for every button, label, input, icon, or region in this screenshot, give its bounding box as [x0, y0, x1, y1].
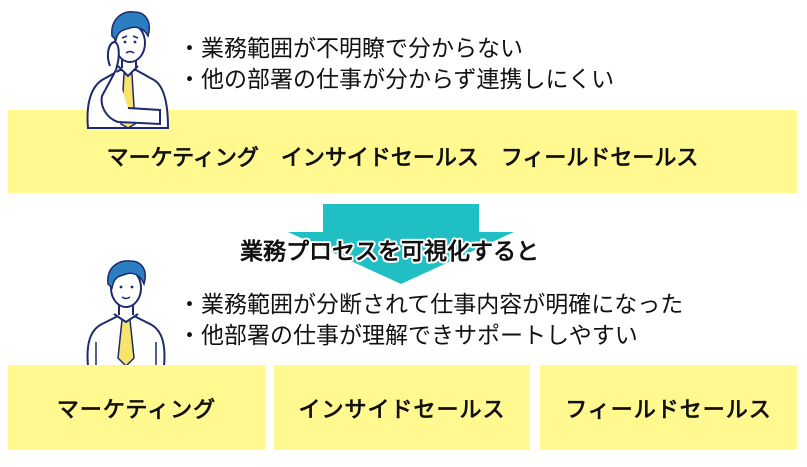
merged-departments-label: マーケティング インサイドセールス フィールドセールス: [106, 145, 699, 171]
merged-departments-band: マーケティング インサイドセールス フィールドセールス: [8, 110, 797, 193]
department-label: マーケティング: [56, 397, 217, 423]
after-bullet-list: ・業務範囲が分断されて仕事内容が明確になった ・他部署の仕事が理解できサポートし…: [178, 290, 683, 352]
department-box-field-sales: フィールドセールス: [540, 365, 797, 450]
after-bullet-item: ・業務範囲が分断されて仕事内容が明確になった: [178, 292, 684, 318]
after-bullet-item: ・他部署の仕事が理解できサポートしやすい: [178, 323, 638, 349]
before-bullet-item: ・業務範囲が不明瞭で分からない: [178, 36, 523, 62]
department-box-marketing: マーケティング: [8, 365, 265, 450]
worried-businessman-icon: [80, 6, 172, 130]
smiling-businessman-icon: [82, 258, 170, 368]
before-bullet-item: ・他の部署の仕事が分からず連携しにくい: [178, 67, 615, 93]
department-label: フィールドセールス: [565, 397, 772, 423]
down-arrow-icon: [288, 204, 514, 286]
before-bullet-list: ・業務範囲が不明瞭で分からない ・他の部署の仕事が分からず連携しにくい: [178, 34, 614, 96]
transition-caption: 業務プロセスを可視化すると: [240, 239, 539, 265]
department-box-inside-sales: インサイドセールス: [274, 365, 530, 450]
department-label: インサイドセールス: [298, 397, 506, 423]
